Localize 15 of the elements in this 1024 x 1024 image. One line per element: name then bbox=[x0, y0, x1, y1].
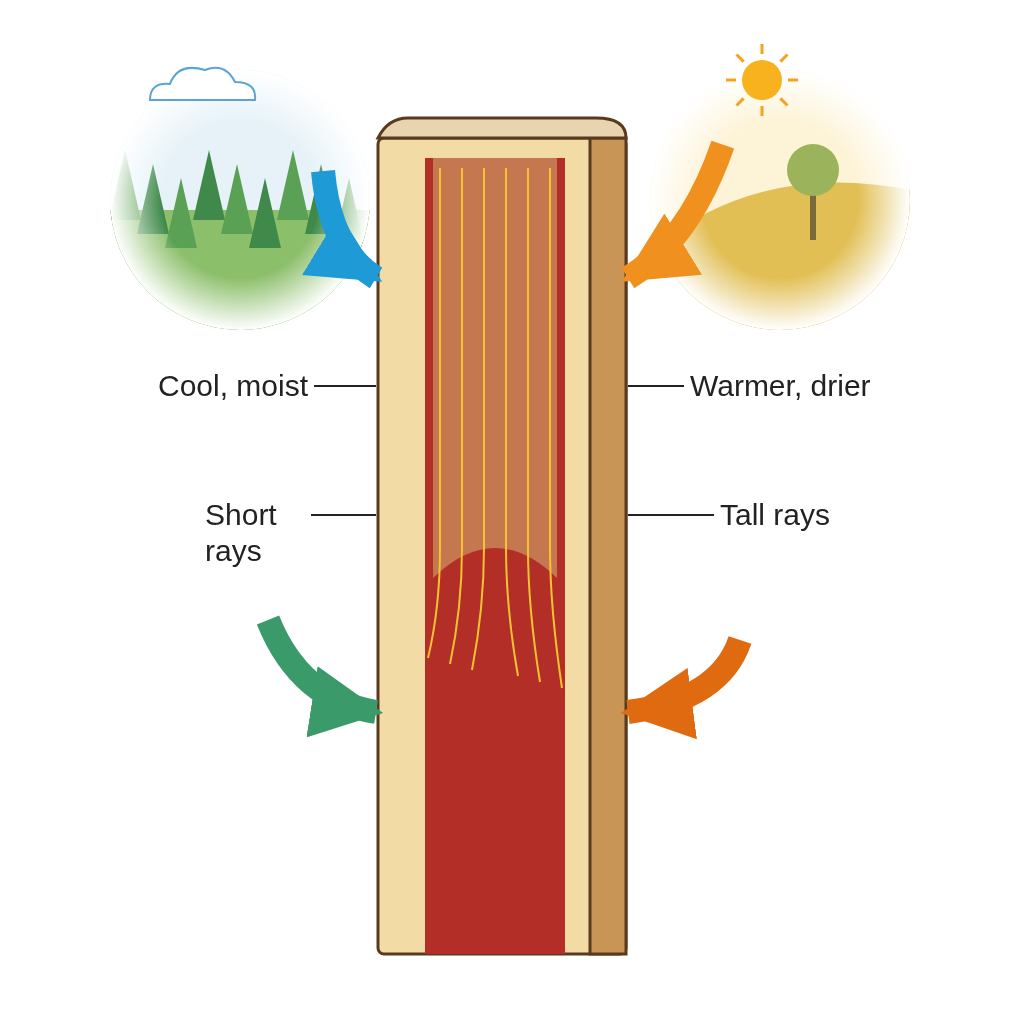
wood-block-drawing bbox=[376, 116, 628, 956]
flow-arrow bbox=[621, 140, 735, 288]
leader-line bbox=[313, 385, 377, 387]
callout-label: Warmer, drier bbox=[690, 368, 871, 404]
leader-line bbox=[627, 385, 685, 387]
callout-label: Tall rays bbox=[720, 497, 831, 533]
callout-label: Cool, moist bbox=[158, 368, 309, 404]
leader-line bbox=[627, 514, 715, 516]
flow-arrow bbox=[620, 635, 752, 738]
grassland-scene-drawing bbox=[650, 44, 910, 330]
flow-arrow bbox=[257, 615, 384, 735]
forest-scene-drawing bbox=[110, 66, 370, 330]
callout-label: Short rays bbox=[205, 497, 305, 569]
leader-line bbox=[310, 514, 377, 516]
flow-arrow bbox=[302, 169, 383, 288]
